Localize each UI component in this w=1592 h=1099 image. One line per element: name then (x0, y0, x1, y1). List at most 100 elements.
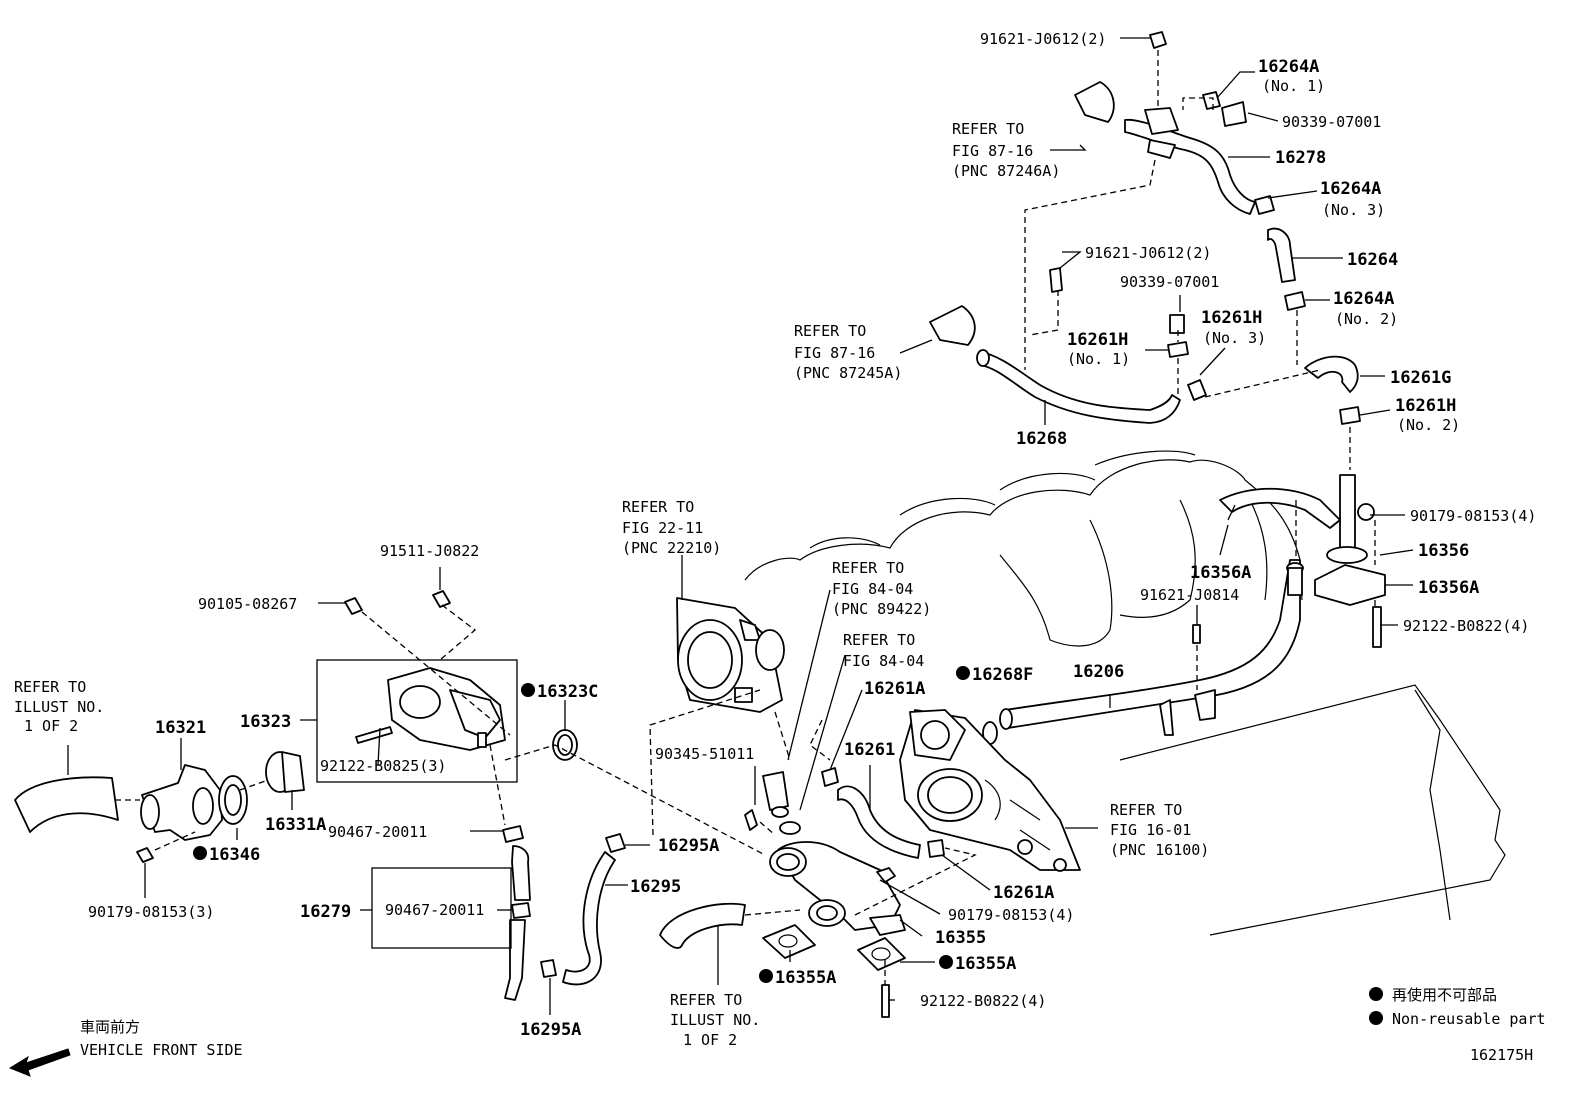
plug-90339-mid (1169, 314, 1185, 334)
non-reusable-marker (956, 666, 970, 680)
label-16261a-upper: 16261A (864, 679, 925, 699)
label-16261: 16261 (844, 740, 895, 760)
water-inlet-16355 (769, 841, 906, 936)
label-16355a-left: 16355A (775, 968, 836, 988)
label-16264a-no1: 16264A (1258, 57, 1319, 77)
label-91621-j0814: 91621-J0814 (1140, 586, 1239, 604)
label-16295: 16295 (630, 877, 681, 897)
hose-16264 (1267, 227, 1296, 283)
gasket-90345 (779, 821, 801, 835)
front-label-jp: 車両前方 (80, 1018, 140, 1036)
label-refer-87245a: REFER TO FIG 87-16 (PNC 87245A) (794, 322, 902, 382)
label-90339-07001-mid: 90339-07001 (1120, 273, 1219, 291)
vehicle-front-indicator: 車両前方 VEHICLE FRONT SIDE (8, 1018, 243, 1077)
legend-jp: 再使用不可部品 (1392, 986, 1497, 1004)
bolt-90179-inlet (876, 867, 896, 883)
label-16356a-right: 16356A (1418, 578, 1479, 598)
group-box-16323 (316, 659, 518, 783)
label-16264a-no3-sub: (No. 3) (1322, 201, 1385, 219)
label-16268: 16268 (1016, 429, 1067, 449)
hose-16261g (1304, 355, 1359, 393)
label-90105-08267: 90105-08267 (198, 595, 297, 613)
bolt-90179-inlet-left (136, 847, 154, 863)
arrow-left-icon (8, 1048, 71, 1077)
label-90339-07001-top: 90339-07001 (1282, 113, 1381, 131)
hose-16206 (999, 559, 1301, 736)
bolt-91621-j0814 (1192, 624, 1201, 644)
sensor-89422 (762, 771, 801, 835)
label-16261h-no1-sub: (No. 1) (1067, 350, 1130, 368)
label-16355a-right: 16355A (955, 954, 1016, 974)
non-reusable-marker (193, 846, 207, 860)
hose-refer-illust-left (14, 776, 119, 833)
label-16321: 16321 (155, 718, 206, 738)
label-16264a-no2-sub: (No. 2) (1335, 310, 1398, 328)
water-inlet-16321 (140, 764, 223, 841)
label-16323c: 16323C (537, 682, 598, 702)
clamp-16264a-2 (1284, 291, 1306, 311)
gaskets-16355a (762, 924, 906, 971)
clamp-16261h-1 (1167, 341, 1189, 358)
non-reusable-marker (939, 955, 953, 969)
label-16268f-group: 16268F (956, 665, 1033, 685)
label-90467-20011-upper: 90467-20011 (328, 823, 427, 841)
label-16279: 16279 (300, 902, 351, 922)
label-refer-illust-bottom: REFER TO ILLUST NO. 1 OF 2 (670, 991, 769, 1049)
gasket-16346 (218, 775, 248, 825)
non-reusable-marker (759, 969, 773, 983)
label-16323c-group: 16323C (521, 682, 598, 702)
hose-16261 (837, 785, 921, 859)
label-90179-08153-right: 90179-08153(4) (1410, 507, 1536, 525)
bolt-90105 (344, 597, 363, 615)
label-refer-22210: REFER TO FIG 22-11 (PNC 22210) (622, 498, 721, 557)
label-16261h-no1: 16261H (1067, 330, 1128, 350)
clamp-16261h-3 (1187, 379, 1207, 401)
label-refer-16100: REFER TO FIG 16-01 (PNC 16100) (1110, 801, 1209, 859)
clamp-16261h-2 (1339, 406, 1361, 425)
label-16278: 16278 (1275, 148, 1326, 168)
label-16261h-no3-sub: (No. 3) (1203, 329, 1266, 347)
label-92122-b0822-lower: 92122-B0822(4) (920, 992, 1046, 1010)
label-16206: 16206 (1073, 662, 1124, 682)
gasket-16323c (552, 729, 578, 761)
label-refer-illust-left: REFER TO ILLUST NO. 1 OF 2 (14, 678, 113, 735)
front-label-en: VEHICLE FRONT SIDE (80, 1041, 243, 1059)
label-16355: 16355 (935, 928, 986, 948)
label-16323: 16323 (240, 712, 291, 732)
clamp-16261a-lower (927, 839, 945, 858)
label-90179-08153-center: 90179-08153(4) (948, 906, 1074, 924)
clamp-16295a-lower (540, 959, 557, 978)
bolt-91621-mid (1049, 267, 1063, 293)
throttle-body (676, 597, 785, 713)
water-pump (899, 709, 1081, 872)
label-16261h-no3: 16261H (1201, 308, 1262, 328)
pipe-16278 (1124, 107, 1256, 215)
label-16356a-center: 16356A (1190, 563, 1251, 583)
legend-en: Non-reusable part (1392, 1010, 1546, 1028)
label-16331a: 16331A (265, 815, 326, 835)
hose-assembly-16279 (502, 825, 531, 1001)
non-reusable-legend-marker (1369, 987, 1383, 1001)
label-16268f: 16268F (972, 665, 1033, 685)
label-16264a-no2: 16264A (1333, 289, 1394, 309)
label-16356: 16356 (1418, 541, 1469, 561)
clamp-16264a-3 (1254, 195, 1275, 215)
diagram-id: 162175H (1470, 1046, 1533, 1064)
bolt-91511 (432, 590, 451, 608)
label-16261h-no2-sub: (No. 2) (1397, 416, 1460, 434)
label-16355a-right-group: 16355A (939, 954, 1016, 974)
pipe-16268 (976, 349, 1181, 424)
label-16346-group: 16346 (193, 845, 260, 865)
clamp-16264a-1 (1202, 91, 1221, 110)
engine-outline (744, 450, 1506, 936)
hose-16295 (562, 851, 616, 986)
bracket-16356a (1219, 487, 1341, 529)
label-16261g: 16261G (1390, 368, 1451, 388)
plug-90339-upper (1221, 101, 1247, 127)
thermostat-housing-16323 (355, 667, 506, 751)
label-refer-84-04: REFER TO FIG 84-04 (843, 631, 924, 670)
label-90179-08153-left: 90179-08153(3) (88, 903, 214, 921)
non-reusable-legend-marker (1369, 1011, 1383, 1025)
label-90345-51011: 90345-51011 (655, 745, 754, 763)
